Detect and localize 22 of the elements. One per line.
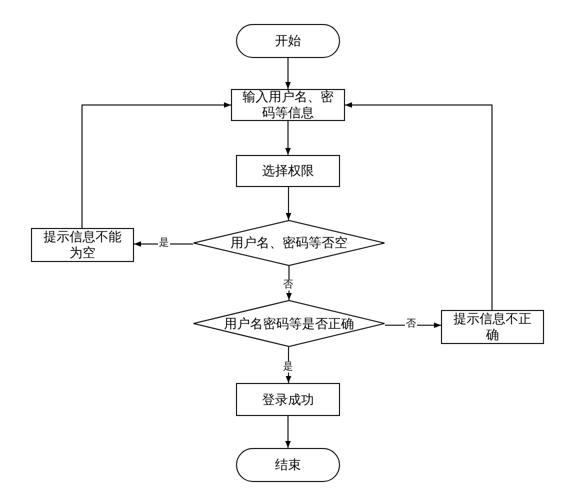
arrow [384, 322, 442, 328]
edge-label: 否 [282, 280, 294, 290]
terminal-box: 开始 [236, 24, 340, 58]
arrow [285, 58, 291, 90]
edge-label: 是 [158, 238, 170, 248]
edge-label: 否 [405, 318, 417, 330]
process-box: 提示信息不能为空 [31, 228, 134, 262]
arrow [344, 102, 492, 310]
arrow [285, 120, 291, 156]
process-box: 输入用户名、密码等信息 [231, 89, 345, 121]
decision-diamond: 用户名、密码等否空 [193, 220, 385, 266]
arrow [285, 416, 291, 448]
decision-diamond: 用户名密码等是否正确 [193, 300, 385, 347]
terminal-box: 结束 [236, 448, 340, 482]
arrow [134, 241, 194, 247]
arrow [286, 186, 292, 220]
process-box: 登录成功 [236, 383, 340, 416]
process-box: 选择权限 [236, 155, 340, 187]
arrow [286, 266, 292, 300]
process-box: 提示信息不正确 [441, 310, 544, 344]
arrow [82, 102, 232, 228]
edge-label: 是 [282, 362, 294, 372]
